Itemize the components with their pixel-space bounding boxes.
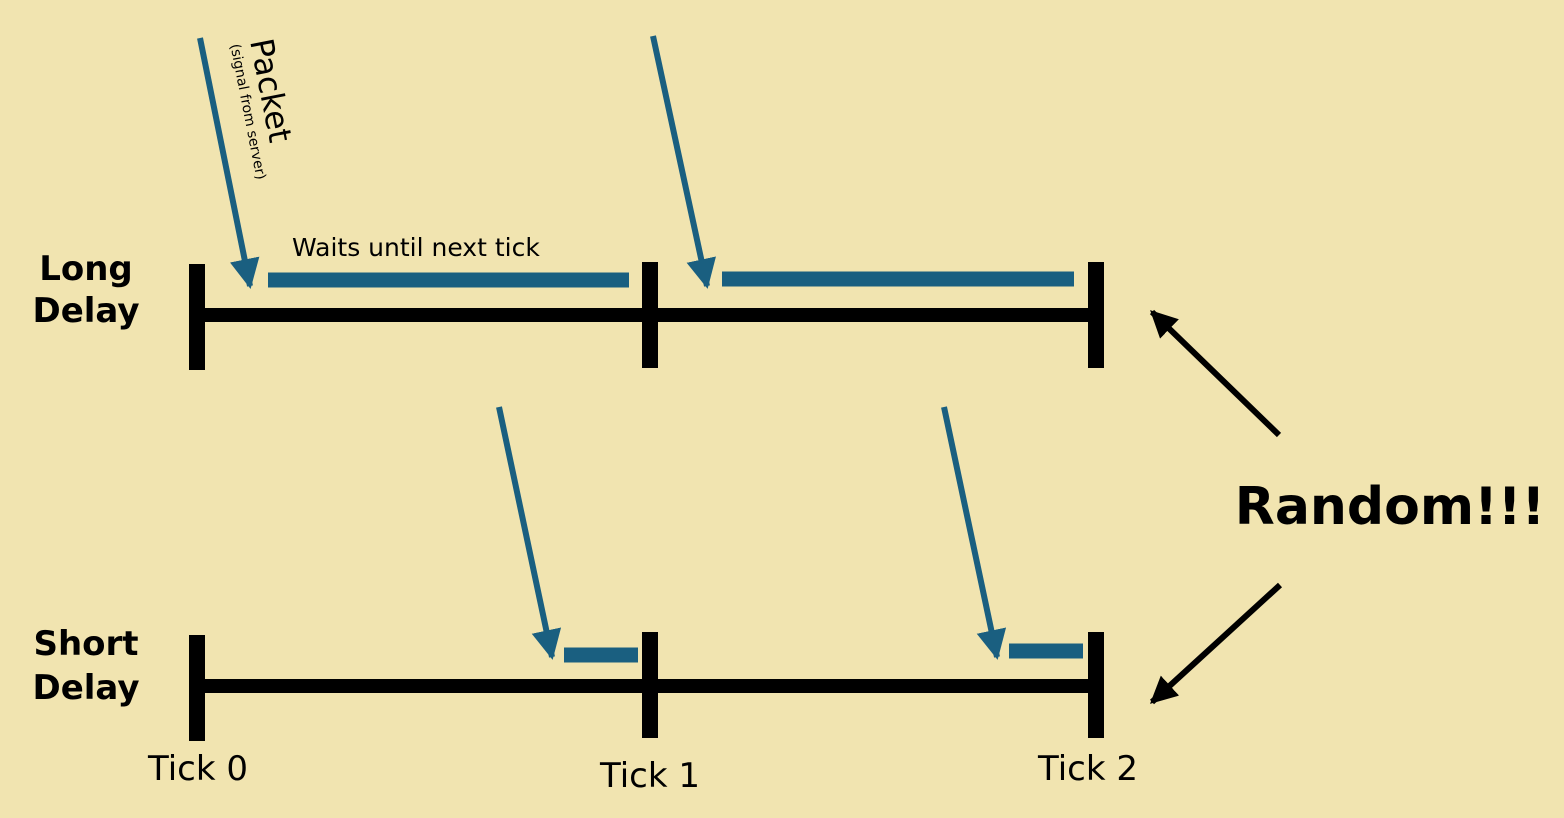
random-arrow-up (1149, 309, 1282, 438)
short-delay-row: Short Delay (33, 406, 1104, 741)
random-arrow-down (1149, 582, 1283, 705)
short-delay-label-line1: Short (33, 624, 138, 664)
tick-2-label: Tick 2 (1037, 749, 1138, 789)
short-delay-label-line2: Delay (33, 668, 140, 708)
short-delay-packet-arrow-1 (496, 406, 562, 660)
waits-until-next-tick-label: Waits until next tick (292, 233, 540, 262)
long-delay-packet-arrow-2 (650, 35, 716, 289)
random-label: Random!!! (1235, 477, 1545, 537)
tick-1-label: Tick 1 (599, 756, 700, 796)
long-delay-label-line1: Long (39, 249, 133, 289)
tick-0-label: Tick 0 (147, 749, 248, 789)
long-delay-packet-arrow-1 (197, 37, 260, 289)
long-delay-label-line2: Delay (33, 291, 140, 331)
long-delay-row: Long Delay Waits until next tick Packet … (33, 35, 1104, 370)
short-delay-packet-arrow-2 (941, 406, 1007, 660)
